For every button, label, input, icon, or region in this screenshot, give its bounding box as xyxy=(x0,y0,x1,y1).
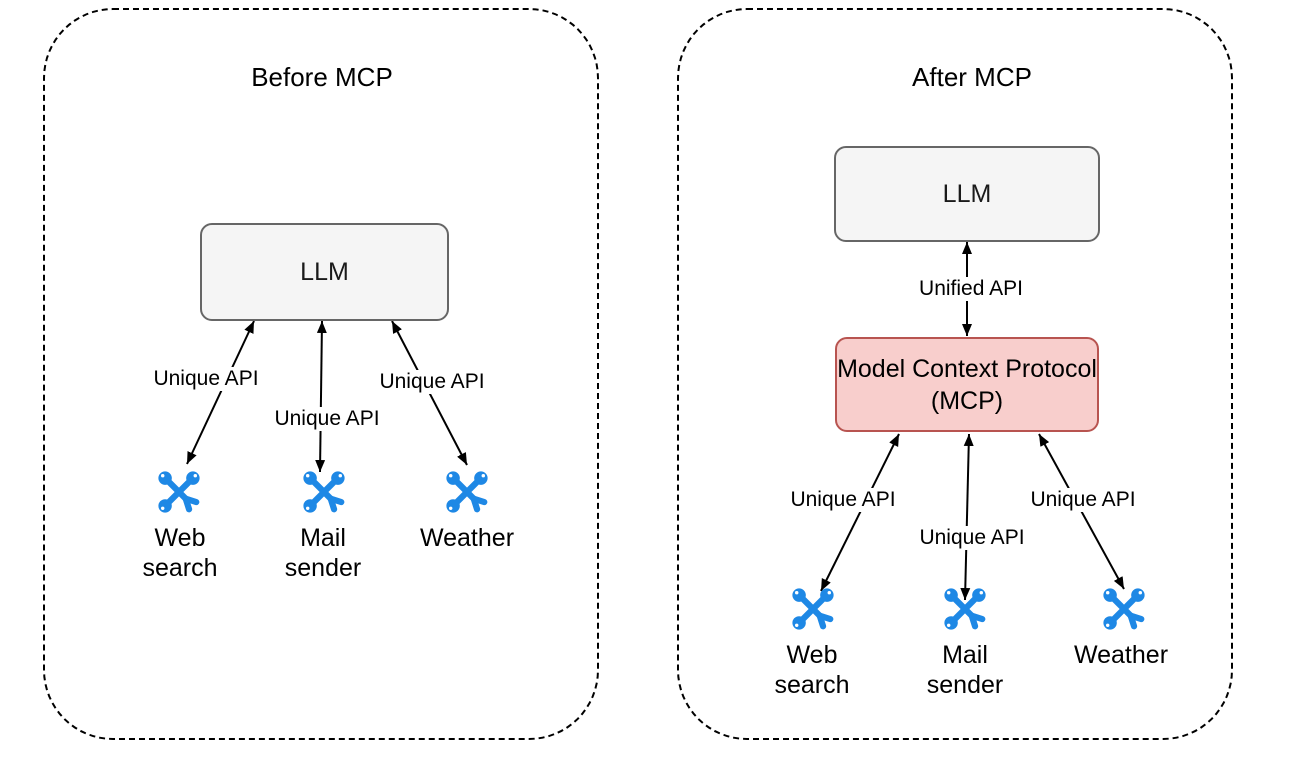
api-label: Unique API xyxy=(376,370,488,394)
llm-label: LLM xyxy=(942,179,992,208)
mcp-box: Model Context Protocol (MCP) xyxy=(835,337,1099,432)
api-label: Unique API xyxy=(787,488,899,512)
panel-title: Before MCP xyxy=(251,62,393,92)
mcp-label: Model Context Protocol (MCP) xyxy=(837,354,1097,415)
llm-box: LLM xyxy=(834,146,1100,242)
tools-icon xyxy=(1103,588,1145,630)
arrow-llm-websearch xyxy=(186,320,255,465)
tool-label-web-search: Web search xyxy=(142,524,218,582)
arrow-llm-mailsender xyxy=(315,320,327,473)
tools-icon xyxy=(944,588,986,630)
api-label: Unique API xyxy=(271,407,383,431)
connection-arrows xyxy=(186,320,468,473)
arrow-mcp-websearch xyxy=(820,433,900,592)
tools-icon xyxy=(158,471,200,513)
llm-label: LLM xyxy=(300,257,349,286)
api-label: Unique API xyxy=(150,367,262,391)
tool-label-mail-sender: Mail sender xyxy=(926,641,1004,699)
tool-label-mail-sender: Mail sender xyxy=(284,524,362,582)
tools-icon xyxy=(792,588,834,630)
panel-before-mcp: Before MCP LLM Unique API Unique API Uni… xyxy=(43,8,599,740)
arrow-mcp-mailsender xyxy=(960,433,974,601)
panel-after-mcp: After MCP LLM Unified API Model Context … xyxy=(677,8,1233,740)
tools-icon xyxy=(446,471,488,513)
llm-box: LLM xyxy=(200,223,449,321)
api-label: Unique API xyxy=(1027,488,1139,512)
tools-icon xyxy=(303,471,345,513)
tool-label-weather: Weather xyxy=(1073,641,1169,669)
tool-label-weather: Weather xyxy=(419,524,515,552)
panel-title: After MCP xyxy=(912,62,1032,92)
unified-api-label: Unified API xyxy=(916,277,1026,301)
api-label: Unique API xyxy=(916,526,1028,550)
tool-label-web-search: Web search xyxy=(774,641,850,699)
